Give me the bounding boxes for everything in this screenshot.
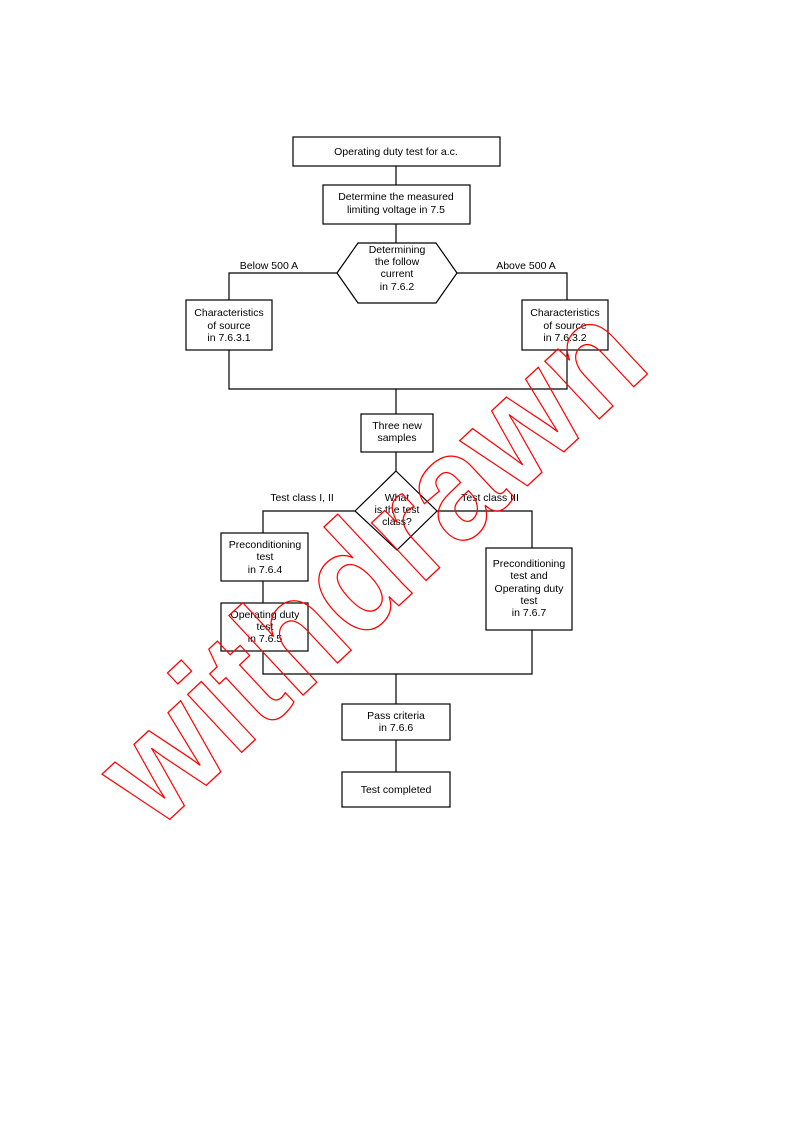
opduty-box: Operating duty test in 7.6.5 bbox=[220, 602, 309, 652]
test-class-diamond: What is the test class? bbox=[354, 470, 438, 551]
hex-label-4: in 7.6.2 bbox=[380, 281, 415, 293]
source-right-2: of source bbox=[543, 320, 586, 332]
opduty-1: Operating duty bbox=[231, 609, 301, 621]
withdrawn-watermark: withdrawn bbox=[63, 269, 676, 856]
start-label: Operating duty test for a.c. bbox=[334, 146, 458, 158]
diamond-3: class? bbox=[382, 516, 412, 528]
opduty-2: test bbox=[257, 621, 274, 633]
combined-box: Preconditioning test and Operating duty … bbox=[485, 547, 573, 631]
combined-3: Operating duty bbox=[495, 583, 565, 595]
connectors bbox=[228, 166, 568, 772]
source-left-3: in 7.6.3.1 bbox=[207, 332, 250, 344]
follow-current-hexagon: Determining the follow current in 7.6.2 bbox=[336, 242, 458, 304]
combined-5: in 7.6.7 bbox=[512, 607, 547, 619]
hex-label-3: current bbox=[381, 268, 414, 280]
end-box: Test completed bbox=[341, 771, 451, 808]
measure-label-1: Determine the measured bbox=[338, 191, 454, 203]
label-test-class-3: Test class III bbox=[461, 492, 519, 504]
source-left-2: of source bbox=[207, 320, 250, 332]
measure-label-2: limiting voltage in 7.5 bbox=[347, 204, 445, 216]
combined-4: test bbox=[521, 595, 538, 607]
label-test-class-1-2: Test class I, II bbox=[270, 492, 334, 504]
measure-box: Determine the measured limiting voltage … bbox=[322, 184, 471, 225]
precond-2: test bbox=[257, 551, 274, 563]
hex-label-1: Determining bbox=[369, 244, 426, 256]
samples-box: Three new samples bbox=[360, 413, 434, 453]
precond-1: Preconditioning bbox=[229, 539, 302, 551]
pass-2: in 7.6.6 bbox=[379, 722, 414, 734]
start-box: Operating duty test for a.c. bbox=[292, 136, 501, 167]
source-left-box: Characteristics of source in 7.6.3.1 bbox=[185, 299, 273, 351]
samples-2: samples bbox=[377, 432, 416, 444]
samples-1: Three new bbox=[372, 420, 422, 432]
combined-2: test and bbox=[510, 570, 548, 582]
combined-1: Preconditioning bbox=[493, 558, 566, 570]
hex-label-2: the follow bbox=[375, 256, 420, 268]
diamond-1: What bbox=[385, 492, 410, 504]
pass-1: Pass criteria bbox=[367, 710, 425, 722]
label-above-500a: Above 500 A bbox=[496, 260, 556, 272]
diamond-2: is the test bbox=[375, 504, 420, 516]
precond-3: in 7.6.4 bbox=[248, 564, 283, 576]
source-left-1: Characteristics bbox=[194, 307, 263, 319]
label-below-500a: Below 500 A bbox=[240, 260, 298, 272]
precond-box: Preconditioning test in 7.6.4 bbox=[220, 532, 309, 582]
pass-box: Pass criteria in 7.6.6 bbox=[341, 703, 451, 741]
opduty-3: in 7.6.5 bbox=[248, 633, 283, 645]
source-right-1: Characteristics bbox=[530, 307, 599, 319]
source-right-box: Characteristics of source in 7.6.3.2 bbox=[521, 299, 609, 351]
end-label: Test completed bbox=[361, 784, 432, 796]
source-right-3: in 7.6.3.2 bbox=[543, 332, 586, 344]
